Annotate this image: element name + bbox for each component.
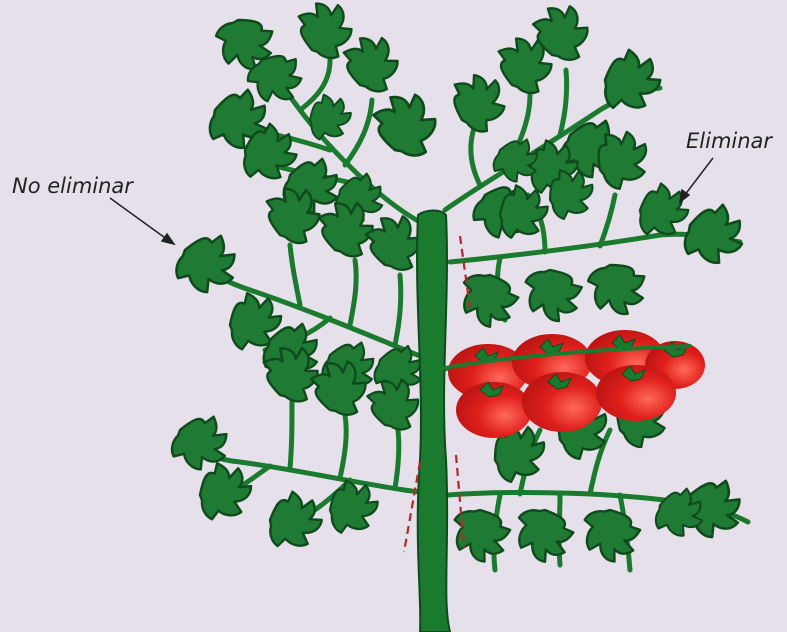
arrow-left bbox=[110, 198, 168, 240]
label-no-eliminar: No eliminar bbox=[12, 174, 134, 198]
label-eliminar: Eliminar bbox=[686, 129, 773, 153]
tomato-cluster bbox=[445, 330, 705, 438]
arrow-right bbox=[684, 158, 713, 196]
arrow-left-head bbox=[162, 234, 174, 244]
main-stem bbox=[417, 210, 450, 632]
